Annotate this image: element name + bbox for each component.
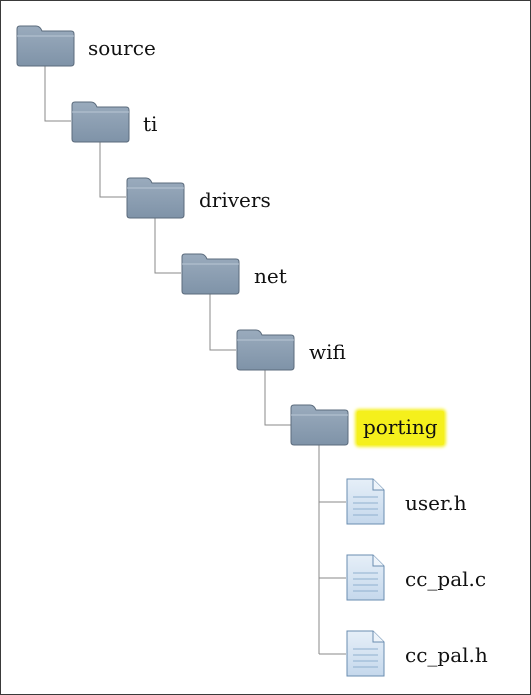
connector-drivers-net <box>154 218 181 274</box>
folder-label-net: net <box>254 264 287 288</box>
folder-icon <box>71 101 130 143</box>
file-icon <box>346 554 385 601</box>
folder-icon <box>126 177 185 219</box>
folder-label-wifi: wifi <box>309 340 346 364</box>
connector-ti-drivers <box>99 142 126 198</box>
file-icon <box>346 630 385 677</box>
connector-source-ti <box>44 66 71 122</box>
folder-label-source: source <box>88 36 156 60</box>
connector-net-wifi <box>209 294 236 351</box>
file-icon <box>346 478 385 525</box>
connector-lines <box>44 66 346 655</box>
file-label-user-h: user.h <box>405 491 467 515</box>
connector-wifi-porting <box>264 370 291 426</box>
file-label-cc-pal-c: cc_pal.c <box>405 567 487 591</box>
folder-icon <box>181 253 240 295</box>
folder-icon <box>290 404 349 446</box>
folder-icon <box>16 25 75 67</box>
folder-label-drivers: drivers <box>199 188 271 212</box>
folder-icon <box>236 329 295 371</box>
folder-label-ti: ti <box>143 112 158 136</box>
folder-label-porting: porting <box>357 411 444 445</box>
file-label-cc-pal-h: cc_pal.h <box>405 643 488 667</box>
